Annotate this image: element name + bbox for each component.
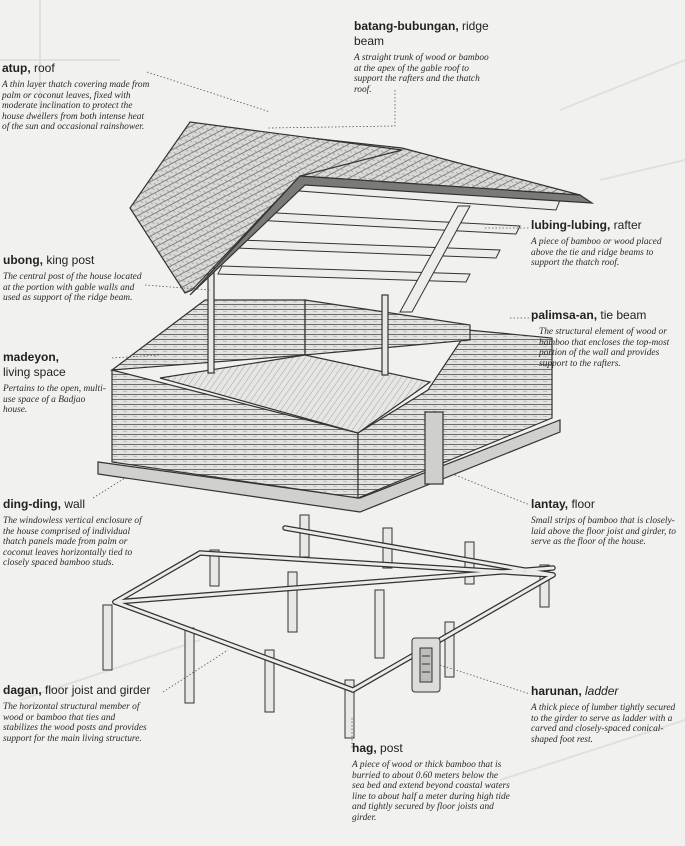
label-ding-ding: ding-ding, wall The windowless vertical … <box>3 497 153 569</box>
def-dagan: floor joist and girder <box>45 683 151 697</box>
leader-lines <box>92 71 531 748</box>
label-palimsa-an: palimsa-an, tie beam The structural elem… <box>531 308 681 369</box>
label-harunan: harunan, ladder A thick piece of lumber … <box>531 684 681 745</box>
def-hag: post <box>380 741 403 755</box>
def-harunan: ladder <box>585 684 619 698</box>
label-dagan: dagan, floor joist and girder The horizo… <box>3 683 183 744</box>
posts <box>102 514 550 739</box>
term-hag: hag, <box>352 741 377 755</box>
desc-hag: A piece of wood or thick bamboo that is … <box>352 760 510 823</box>
desc-dagan: The horizontal structural member of wood… <box>3 702 147 744</box>
term-ubong: ubong, <box>3 253 43 267</box>
label-atup: atup, roof A thin layer thatch covering … <box>2 61 152 133</box>
label-lantay: lantay, floor Small strips of bamboo tha… <box>531 497 681 548</box>
label-hag: hag, post A piece of wood or thick bambo… <box>352 741 517 824</box>
ladder <box>411 637 441 693</box>
def-atup: roof <box>34 61 55 75</box>
rafters <box>217 179 561 313</box>
desc-palimsa-an: The structural element of wood or bamboo… <box>539 327 670 369</box>
desc-ubong: The central post of the house located at… <box>3 272 142 304</box>
def-madeyon: living space <box>3 365 66 379</box>
floor-joists <box>112 525 556 693</box>
label-ubong: ubong, king post The central post of the… <box>3 253 153 304</box>
desc-lubing-lubing: A piece of bamboo or wood placed above t… <box>531 237 662 269</box>
desc-harunan: A thick piece of lumber tightly secured … <box>531 703 676 745</box>
def-lubing-lubing: rafter <box>613 218 642 232</box>
def-palimsa-an: tie beam <box>600 308 647 322</box>
def-ubong: king post <box>46 253 95 267</box>
term-batang-bubungan: batang-bubungan, <box>354 19 459 33</box>
term-harunan: harunan, <box>531 684 582 698</box>
def-batang-bubungan: ridge beam <box>354 19 489 48</box>
desc-madeyon: Pertains to the open, multi-use space of… <box>3 384 106 416</box>
term-palimsa-an: palimsa-an, <box>531 308 598 322</box>
term-lantay: lantay, <box>531 497 569 511</box>
desc-lantay: Small strips of bamboo that is closely-l… <box>531 516 676 548</box>
term-lubing-lubing: lubing-lubing, <box>531 218 611 232</box>
label-lubing-lubing: lubing-lubing, rafter A piece of bamboo … <box>531 218 681 269</box>
term-dagan: dagan, <box>3 683 42 697</box>
desc-batang-bubungan: A straight trunk of wood or bamboo at th… <box>354 53 489 95</box>
def-ding-ding: wall <box>64 497 85 511</box>
desc-ding-ding: The windowless vertical enclosure of the… <box>3 516 142 569</box>
term-atup: atup, <box>2 61 31 75</box>
house-body <box>97 264 561 513</box>
label-madeyon: madeyon,living space Pertains to the ope… <box>3 350 113 416</box>
roof <box>129 121 595 296</box>
term-madeyon: madeyon, <box>3 350 60 364</box>
def-lantay: floor <box>571 497 595 511</box>
term-ding-ding: ding-ding, <box>3 497 61 511</box>
label-batang-bubungan: batang-bubungan, ridge beam A straight t… <box>354 19 504 95</box>
floor-joists-fill <box>113 526 555 692</box>
desc-atup: A thin layer thatch covering made from p… <box>2 80 150 133</box>
